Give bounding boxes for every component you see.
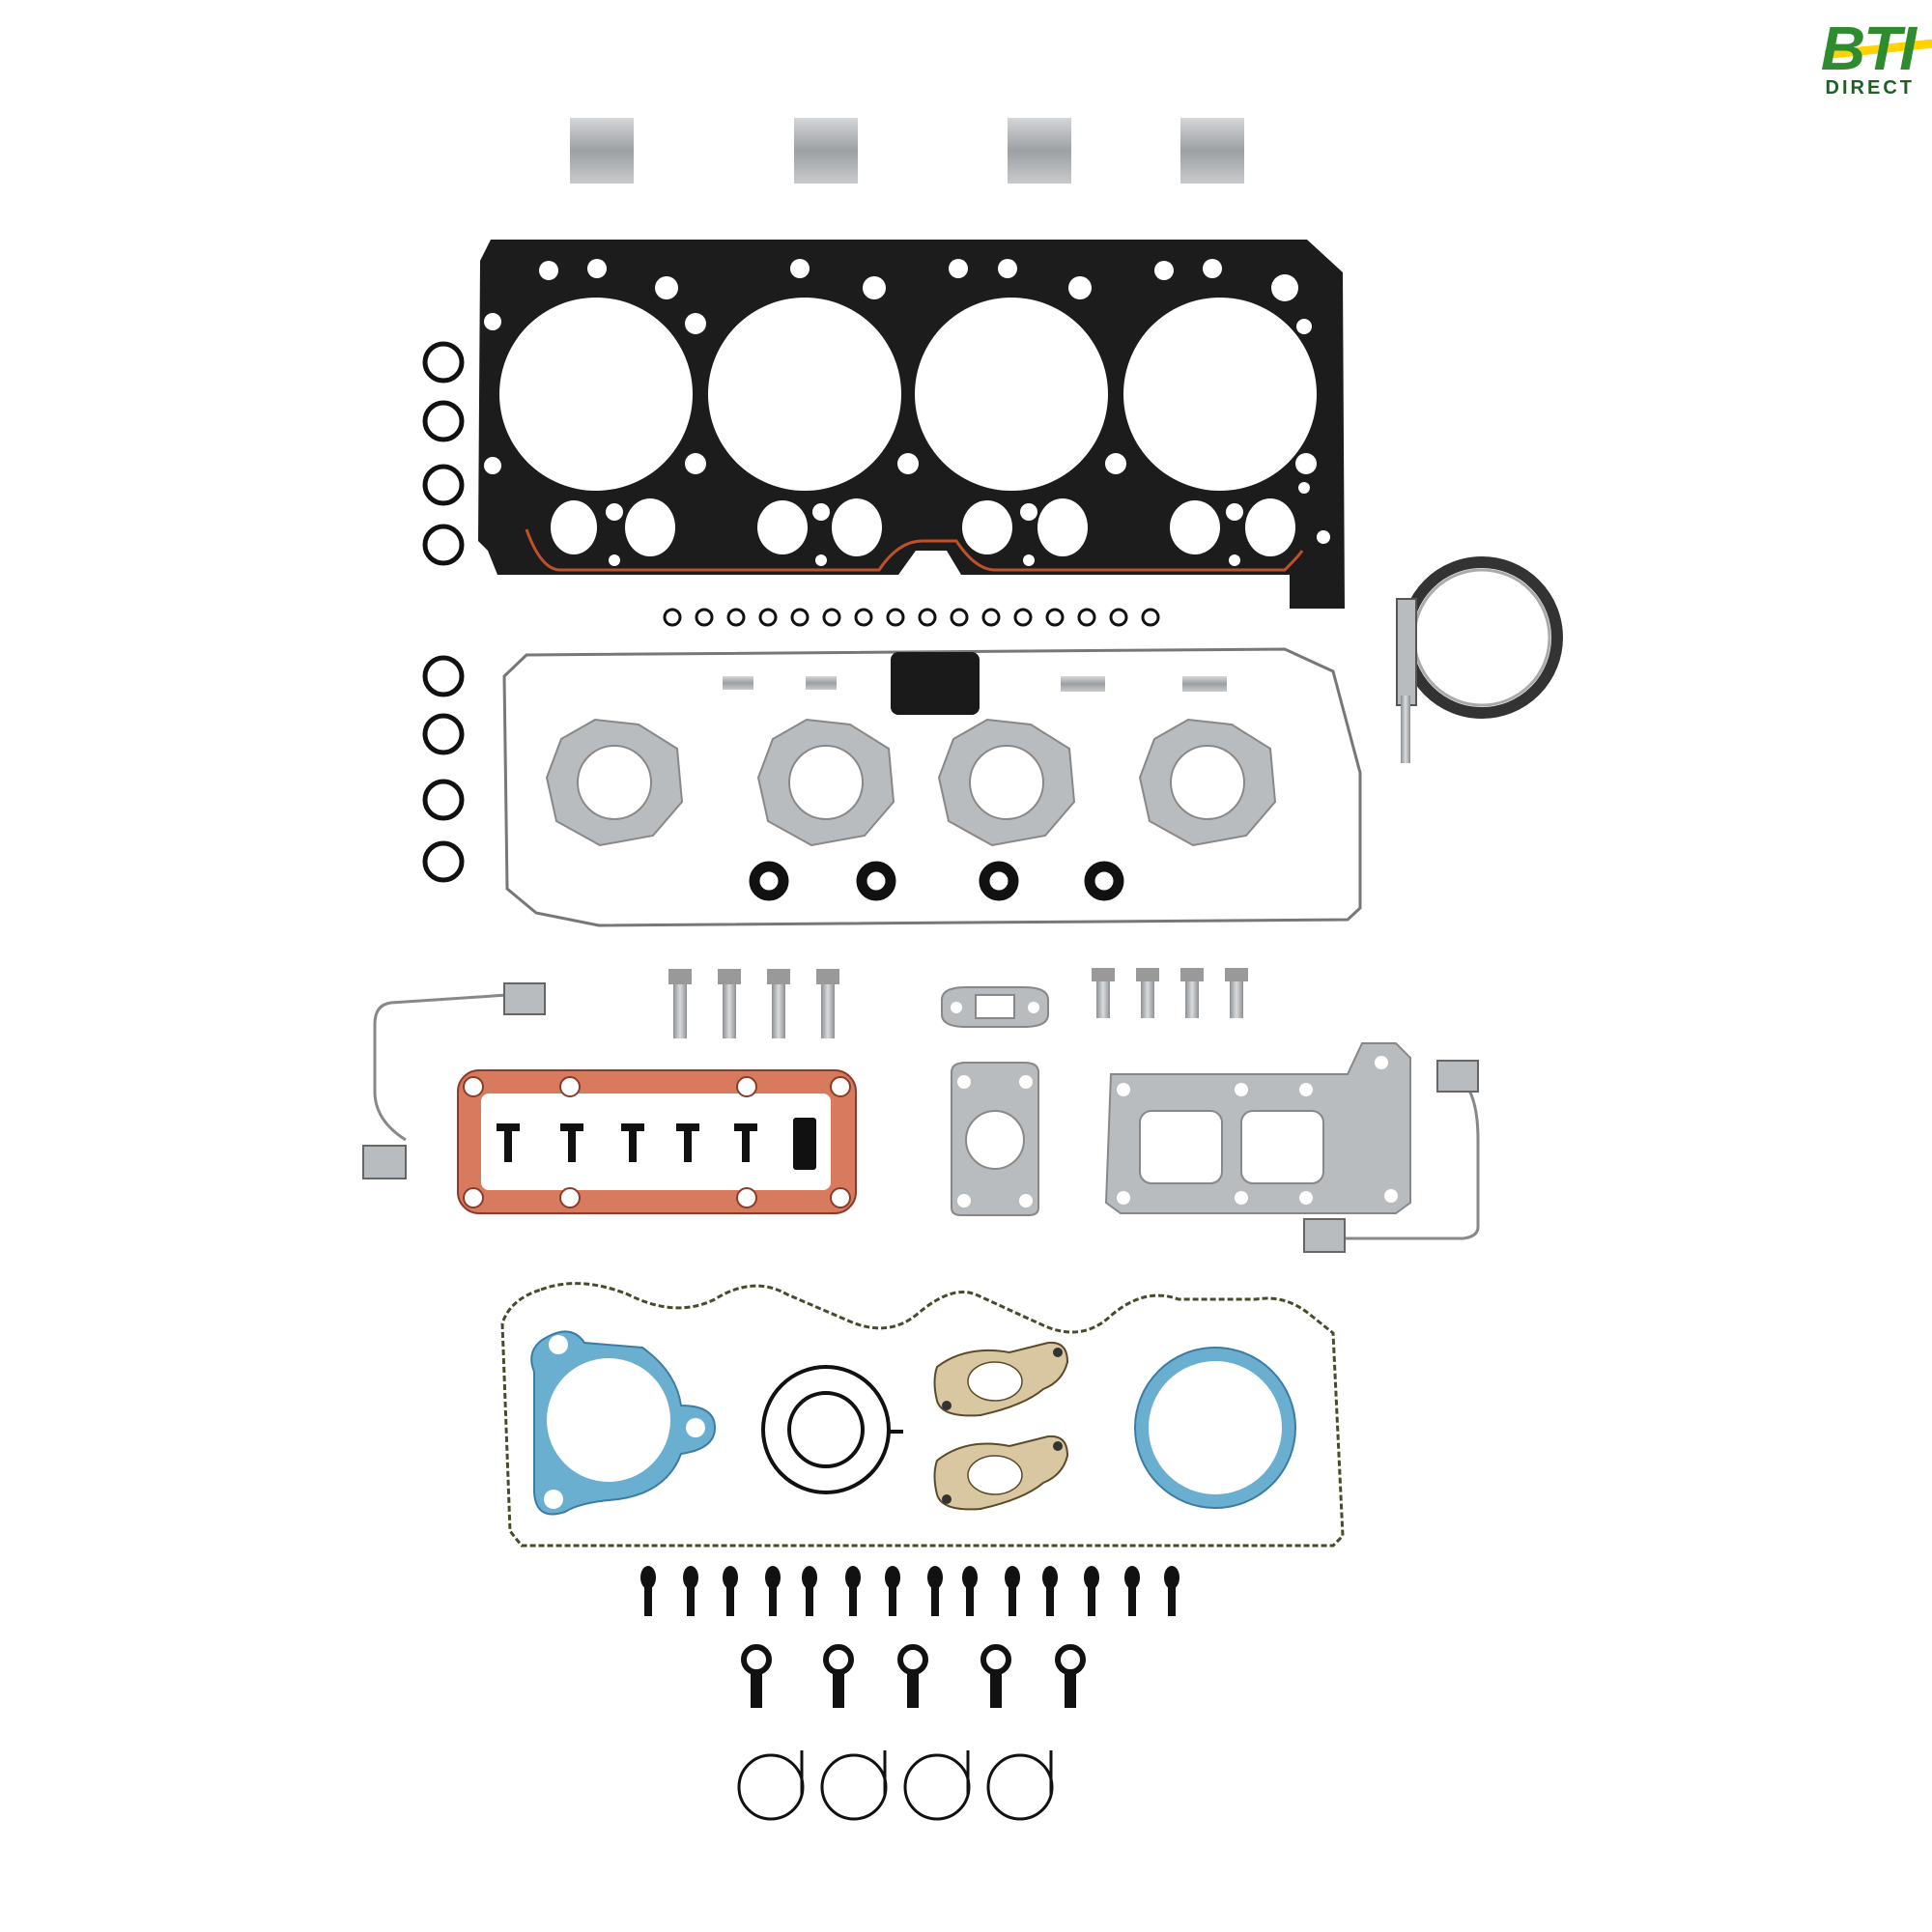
push-clip	[962, 1566, 978, 1616]
bolt	[1225, 968, 1248, 1018]
cable-tie	[986, 1750, 1054, 1821]
cylinder-bore	[499, 298, 1317, 491]
sensor-harness-left	[362, 982, 546, 1179]
bolt	[668, 969, 692, 1038]
exhaust-port-gasket	[756, 718, 895, 847]
push-clip	[765, 1566, 781, 1616]
bolt	[1136, 968, 1159, 1018]
logo-subtitle: DIRECT	[1825, 77, 1915, 99]
exhaust-port-gasket	[545, 718, 684, 847]
bolt-holes	[484, 259, 1330, 566]
valve-cover-gasket	[502, 647, 1362, 927]
sensor-harness-right	[1303, 1060, 1480, 1253]
dowel-pin	[806, 676, 837, 690]
bti-direct-logo: BTI DIRECT	[1768, 17, 1932, 99]
sleeve-row	[570, 118, 1244, 184]
bolt	[1092, 968, 1115, 1018]
harness-clip-row	[741, 1644, 1086, 1708]
gasket-bead	[525, 528, 1304, 572]
bolt	[718, 969, 741, 1038]
push-clip-strip	[640, 1566, 1179, 1616]
cable-tie	[737, 1750, 805, 1821]
push-clip	[885, 1566, 900, 1616]
bolt-group-right	[1092, 968, 1248, 1018]
push-clip	[1084, 1566, 1099, 1616]
sleeve	[570, 118, 634, 184]
exhaust-port-gaskets	[545, 718, 1277, 847]
sleeve	[1180, 118, 1244, 184]
harness-clip	[741, 1644, 772, 1708]
push-clip	[723, 1566, 738, 1616]
dowel-pin	[1061, 676, 1105, 692]
exhaust-port-gasket	[1138, 718, 1277, 847]
thermostat-seal	[761, 1365, 903, 1494]
logo-brand: BTI	[1821, 17, 1932, 79]
harness-clip	[1055, 1644, 1086, 1708]
cable-tie	[820, 1750, 888, 1821]
bolt	[767, 969, 790, 1038]
bolt	[816, 969, 839, 1038]
turbo-mounting-gasket	[1104, 1042, 1411, 1214]
o-ring-column-upper	[422, 341, 465, 566]
push-clip	[1124, 1566, 1140, 1616]
sleeve	[1008, 118, 1071, 184]
push-clip	[845, 1566, 861, 1616]
rocker-cover-gasket	[457, 1069, 857, 1214]
rubber-sleeve	[891, 652, 980, 715]
dowel-pin	[1182, 676, 1227, 692]
oil-cooler-gasket-upper	[933, 1341, 1069, 1417]
cylinder-head-gasket	[478, 240, 1345, 609]
harness-clip	[980, 1644, 1011, 1708]
small-o-ring-row	[663, 608, 1160, 627]
injector-seals	[749, 861, 1124, 901]
harness-clip	[897, 1644, 928, 1708]
exhaust-port-gasket	[937, 718, 1076, 847]
oil-cooler-gasket-lower	[933, 1435, 1069, 1511]
push-clip	[1042, 1566, 1058, 1616]
water-pump-gasket	[530, 1330, 717, 1516]
push-clip	[927, 1566, 943, 1616]
bolt-group-left	[668, 969, 839, 1038]
exhaust-outlet-gasket	[951, 1062, 1039, 1216]
push-clip	[802, 1566, 817, 1616]
front-cover-gasket	[500, 1282, 1345, 1548]
v-band-clamp	[1396, 556, 1563, 763]
turbo-oil-gasket	[941, 986, 1049, 1028]
sleeve	[794, 118, 858, 184]
push-clip	[1005, 1566, 1020, 1616]
push-clip	[683, 1566, 698, 1616]
logo-brand-text: BTI	[1820, 14, 1917, 83]
push-clip	[640, 1566, 656, 1616]
cable-tie-row	[737, 1750, 1054, 1821]
rear-seal-ring	[1134, 1347, 1296, 1509]
dowel-pin	[723, 676, 753, 690]
o-ring-column-lower	[422, 655, 465, 883]
push-clip-row	[497, 1118, 816, 1170]
cable-tie	[903, 1750, 971, 1821]
harness-clip	[823, 1644, 854, 1708]
push-clip	[1164, 1566, 1179, 1616]
bolt	[1180, 968, 1204, 1018]
